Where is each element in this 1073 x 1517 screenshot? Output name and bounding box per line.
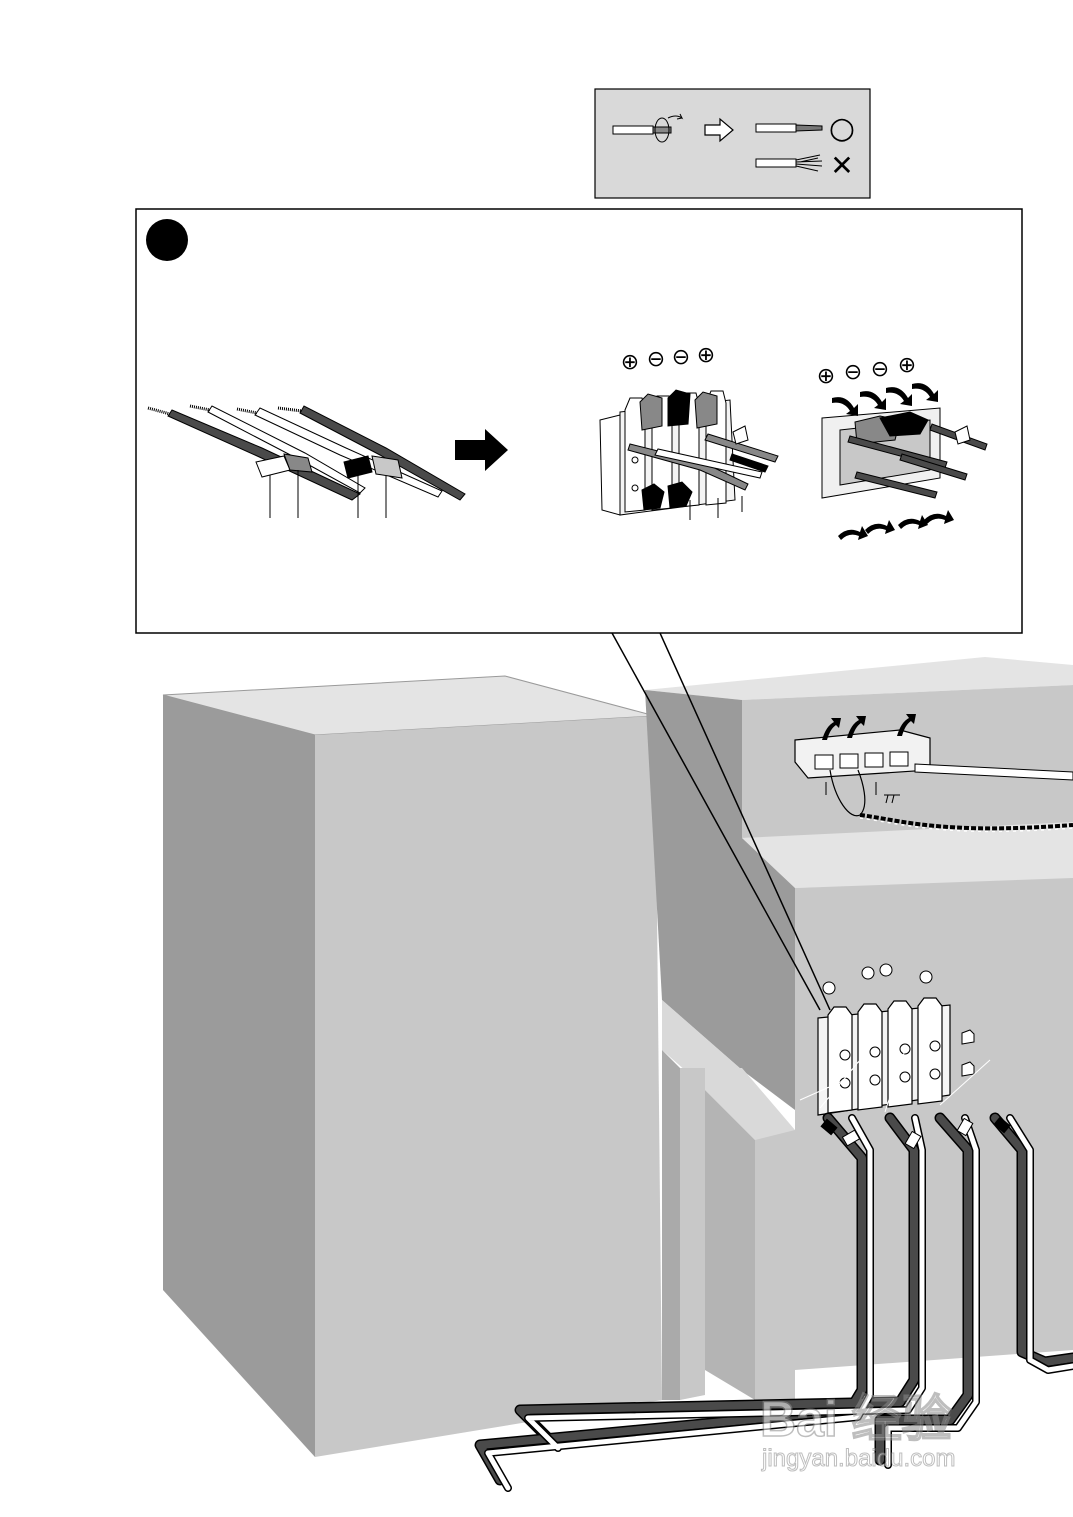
terminal-block-open: [599, 389, 779, 520]
arrow-right-icon: [455, 429, 508, 471]
plus-symbol: ⊕: [621, 350, 639, 375]
release-up-arrows: [838, 510, 954, 540]
speaker-terminal-block: [799, 963, 991, 1116]
watermark-url: jingyan.baidu.com: [761, 1445, 955, 1472]
minus-symbol: ⊖: [672, 345, 690, 370]
speaker-wire-ends: [147, 404, 466, 518]
minus-symbol: ⊖: [871, 357, 889, 382]
speaker-cables: [474, 1112, 1073, 1492]
step-number-badge: [146, 219, 188, 261]
wire-twist-inset: ○ ✕: [594, 88, 871, 199]
ng-mark: ✕: [830, 149, 853, 182]
polarity-labels-open: ⊕ ⊖ ⊖ ⊕: [621, 343, 715, 375]
watermark: Bai 经验 jingyan.baidu.com: [759, 1390, 956, 1472]
plus-symbol: ⊕: [697, 343, 715, 368]
plus-symbol: ⊕: [817, 364, 835, 389]
press-down-arrows: [832, 383, 938, 416]
terminal-block-closed: [821, 407, 988, 499]
minus-symbol: ⊖: [647, 347, 665, 372]
speaker-cabinet: [162, 675, 662, 1457]
polarity-labels-closed: ⊕ ⊖ ⊖ ⊕: [817, 353, 916, 389]
minus-symbol: ⊖: [844, 360, 862, 385]
callout-pointer: [611, 632, 831, 1011]
plus-symbol: ⊕: [898, 353, 916, 378]
antenna-terminal: [794, 714, 1073, 833]
ok-mark: ○: [829, 111, 855, 146]
detail-callout: ⊕ ⊖ ⊖ ⊕: [135, 208, 1023, 634]
watermark-logo-text: Bai 经验: [760, 1391, 952, 1447]
